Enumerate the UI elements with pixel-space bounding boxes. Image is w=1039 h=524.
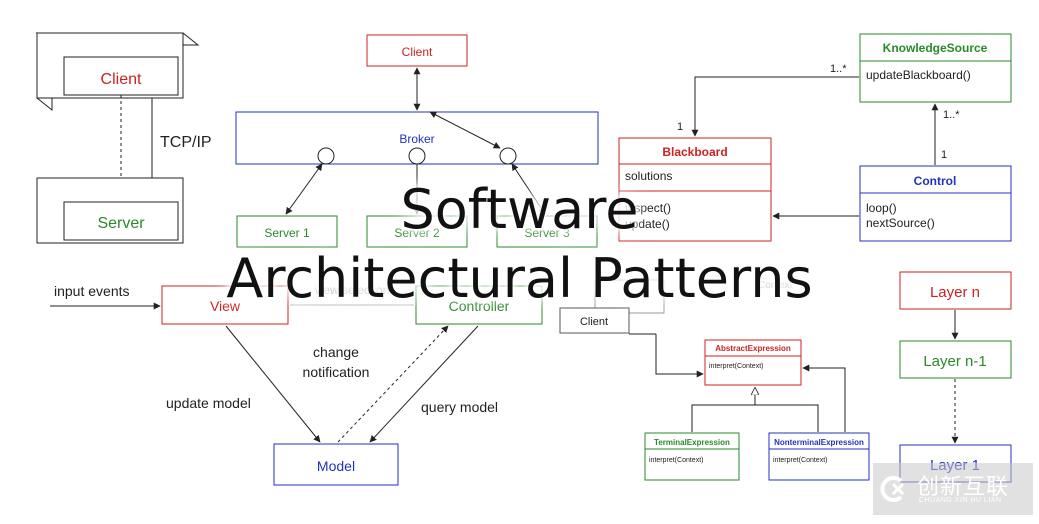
abstract-expression-label: AbstractExpression [715, 344, 791, 353]
multiplicity-1-star-b: 1..* [943, 109, 960, 121]
nonterminal-expression-box [768, 432, 870, 481]
layer-n-1-label: Layer n-1 [923, 353, 986, 370]
layer-n-label: Layer n [930, 284, 980, 301]
brand-watermark: 创新互联 CHUANG XIN HU LIAN [873, 463, 1033, 515]
view-selection-label: view selection [315, 283, 390, 297]
controller-box [415, 285, 543, 325]
client-label: Client [101, 71, 142, 88]
server3-label: Server 3 [524, 226, 570, 240]
blackboard-op-update: update() [625, 217, 670, 231]
query-model-label: query model [421, 399, 498, 415]
brand-name: 创新互联 [917, 475, 1010, 500]
title-line-2: Architectural Patterns [226, 247, 813, 310]
terminal-method: interpret(Context) [649, 457, 703, 464]
change-label: change [313, 344, 359, 360]
brand-subtitle: CHUANG XIN HU LIAN [919, 497, 1002, 504]
broker-port-2 [408, 147, 426, 165]
knowledge-source-method: updateBlackboard() [866, 68, 971, 82]
notification-label: notification [303, 364, 370, 380]
model-box [273, 443, 399, 486]
protocol-label: TCP/IP [160, 134, 212, 151]
broker-label: Broker [399, 132, 434, 146]
multiplicity-1-b: 1 [941, 149, 947, 161]
abstract-expression-box [704, 339, 802, 386]
title-line-1: Software [400, 178, 639, 241]
multiplicity-1-star-a: 1..* [830, 63, 847, 75]
layer-n-1-box [899, 340, 1012, 379]
server1-label: Server 1 [264, 226, 310, 240]
broker-port-1 [317, 147, 335, 165]
control-label: Control [914, 174, 957, 188]
interpreter-group: Context Client AbstractExpression interp… [559, 279, 870, 481]
server2-label: Server 2 [394, 226, 440, 240]
broker-group: Client Broker Server 1 Server 2 Server 3 [235, 34, 599, 248]
control-box [859, 165, 1012, 242]
brand-logo-icon [880, 476, 905, 502]
server1-box [236, 215, 338, 248]
input-events-label: input events [54, 283, 130, 299]
interp-client-box [559, 307, 630, 334]
terminal-expression-box [644, 432, 740, 481]
nonterminal-expression-label: NonterminalExpression [774, 438, 864, 447]
terminal-expression-label: TerminalExpression [654, 438, 730, 447]
context-label: Context [758, 280, 793, 291]
client-server-group: Client TCP/IP Server [35, 31, 212, 244]
update-model-label: update model [166, 395, 251, 411]
nonterminal-method: interpret(Context) [773, 457, 827, 464]
broker-client-label: Client [402, 45, 433, 59]
broker-client-box [366, 34, 468, 67]
blackboard-label: Blackboard [662, 145, 727, 159]
layer-n-box [899, 271, 1012, 310]
server2-box [366, 215, 468, 248]
multiplicity-1-a: 1 [677, 121, 683, 133]
view-label: View [210, 298, 241, 314]
blackboard-op-inspect: inspect() [625, 201, 671, 215]
blackboard-attr: solutions [625, 169, 672, 183]
model-label: Model [317, 458, 355, 474]
knowledge-source-label: KnowledgeSource [883, 41, 988, 55]
view-box [161, 285, 289, 325]
server3-box [496, 215, 598, 248]
blackboard-group: KnowledgeSource updateBlackboard() Black… [618, 33, 1012, 242]
broker-port-3 [499, 147, 517, 165]
abstract-method: interpret(Context) [709, 363, 763, 370]
server-label: Server [97, 215, 145, 232]
knowledge-source-box [859, 33, 1012, 103]
controller-label: Controller [449, 298, 510, 314]
blackboard-box [618, 137, 772, 242]
interp-client-label: Client [580, 316, 608, 328]
server-node [63, 201, 179, 241]
mvc-group: input events View view selection Control… [50, 283, 543, 486]
control-op-next: nextSource() [866, 216, 935, 230]
control-op-loop: loop() [866, 201, 897, 215]
